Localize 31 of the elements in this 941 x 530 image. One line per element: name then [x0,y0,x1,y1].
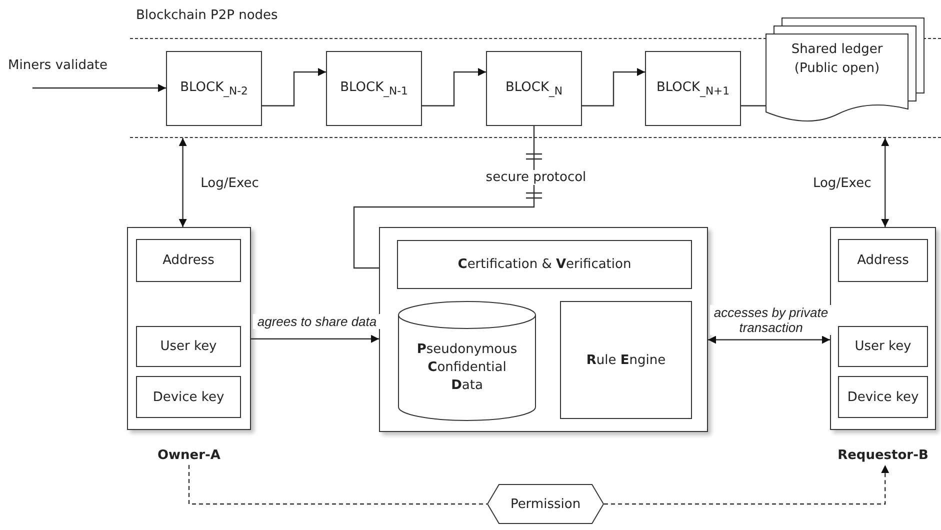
arrow [32,84,166,92]
arrow [582,68,645,106]
block-box: BLOCK$_{_N-1}$ [326,51,422,126]
block-box: BLOCK$_{_N}$ [486,51,582,126]
participant-name: Owner-A [156,448,222,463]
participant-panel [830,227,936,465]
arrow [178,138,187,227]
service-box [379,227,708,432]
field-box: User key [838,326,928,367]
process-box: Certification & Verification [397,240,692,289]
dashed-connector [188,465,487,505]
permission-hexagon: Permission [487,484,604,524]
dashed-connector [604,465,890,505]
field-box: Device key [136,376,241,418]
field-box: User key [136,326,241,367]
process-box: Rule Engine [560,301,692,419]
arrow [422,68,486,106]
block-box: BLOCK$_{_N-2}$ [166,51,262,126]
network-band [130,8,941,138]
database-cylinder: Pseudonymous Confidential Data [398,301,536,421]
arrow [262,68,326,106]
arrow [881,138,890,227]
field-box: Device key [838,376,928,418]
band-title: Blockchain P2P nodes [136,8,278,23]
block-box: BLOCK$_{_N+1}$ [645,51,741,126]
field-box: Address [136,239,241,282]
participant-name: Requestor-B [836,448,930,463]
arrow [708,336,830,344]
field-box: Address [838,239,928,282]
arrow [251,334,379,343]
annotation-text: Miners validate [8,58,130,88]
